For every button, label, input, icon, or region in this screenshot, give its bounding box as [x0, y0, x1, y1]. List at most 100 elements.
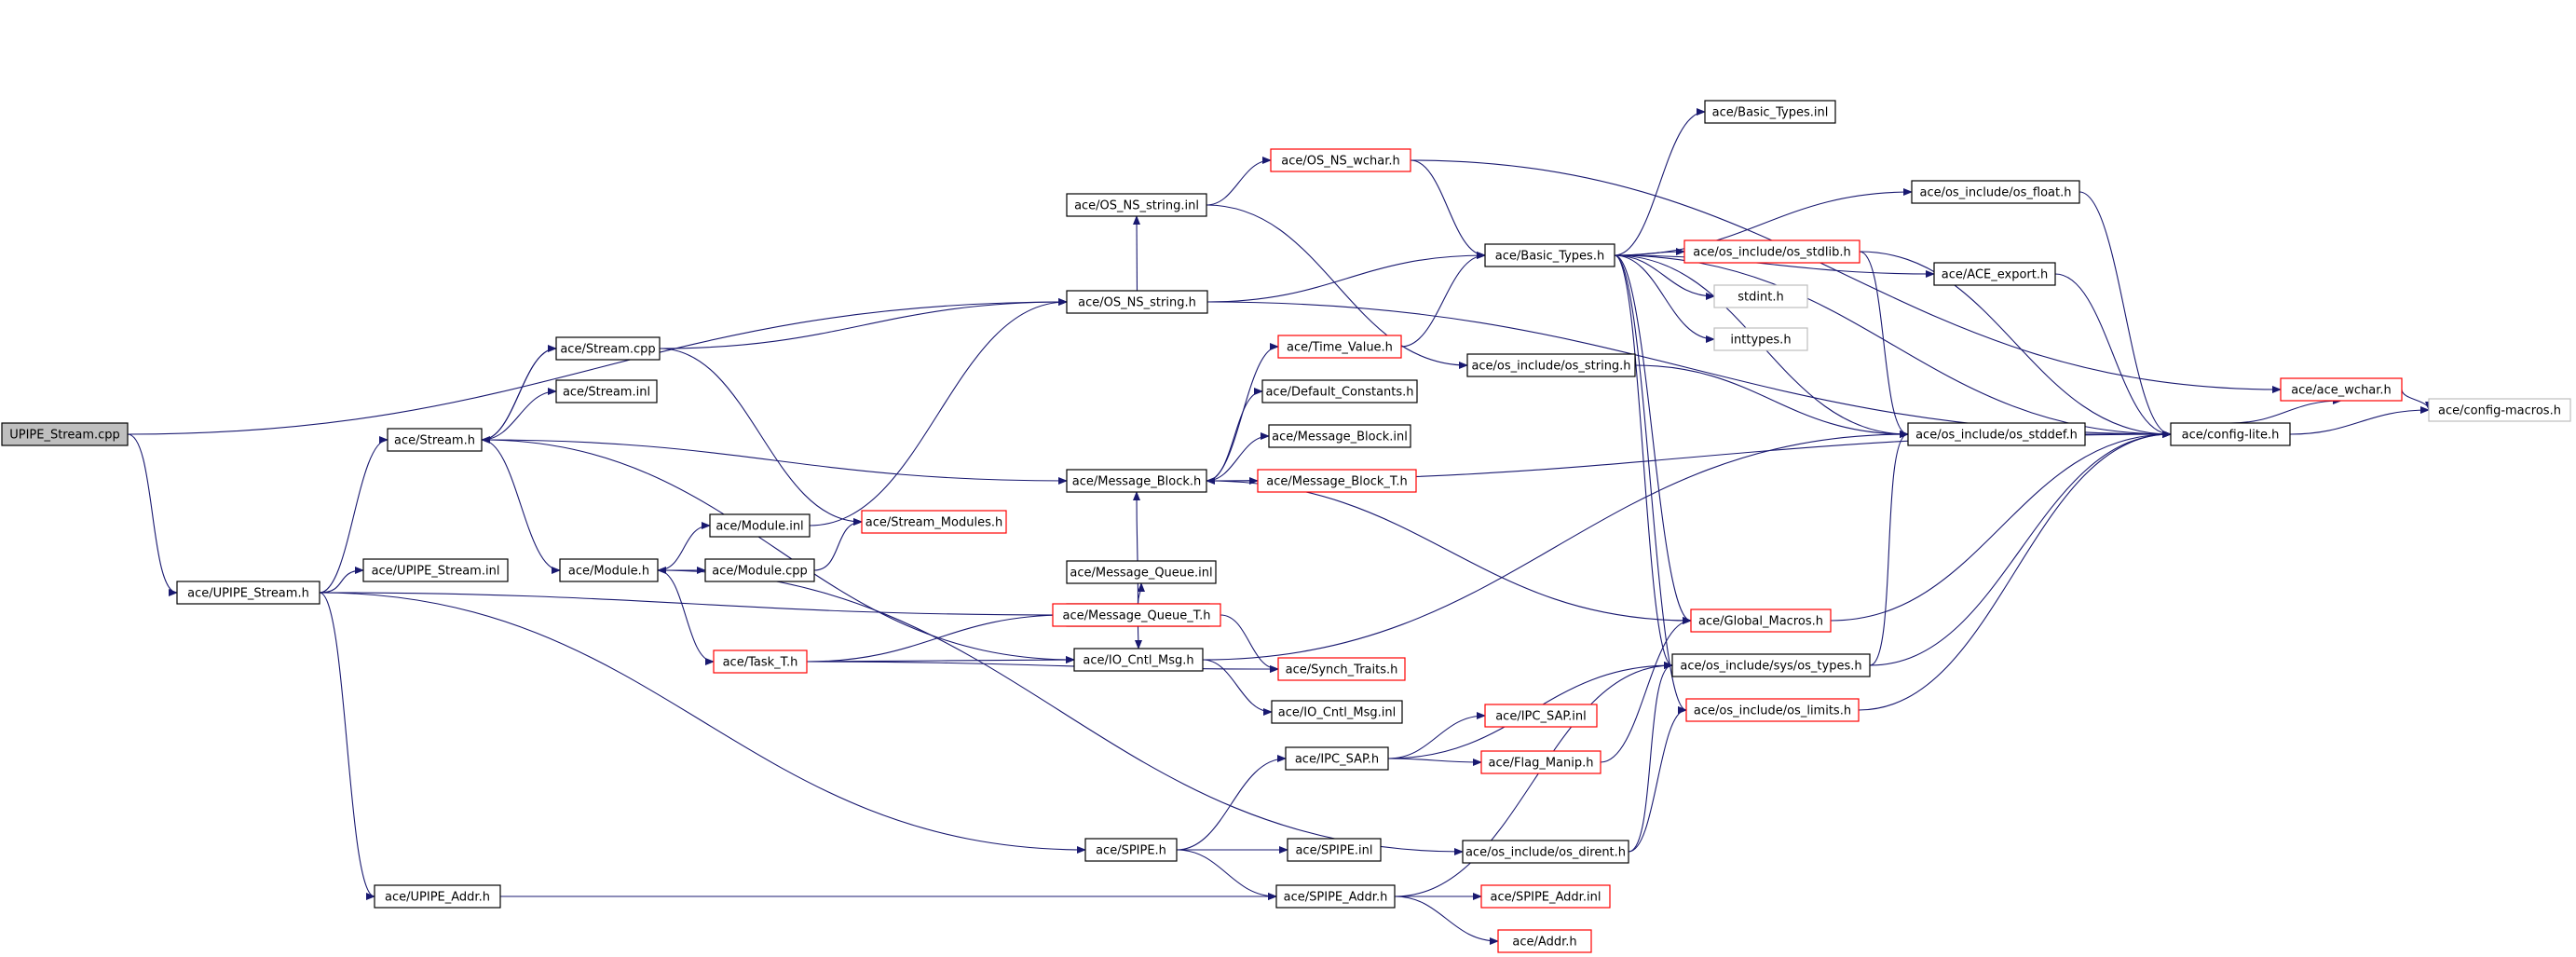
node-box [1287, 838, 1382, 862]
node-box [1462, 840, 1629, 864]
node-label: stdint.h [1738, 291, 1783, 305]
node-module-h[interactable]: ace/Module.h [559, 558, 659, 582]
node-spipe-h[interactable]: ace/SPIPE.h [1084, 838, 1178, 862]
node-box [1066, 290, 1208, 314]
node-message-queue-t-h[interactable]: ace/Message_Queue_T.h [1052, 603, 1221, 627]
edge-flag-manip-h-to-global-macros-h [1600, 617, 1692, 763]
edge-os-ns-string-inl-to-os-ns-wchar-h [1206, 157, 1272, 206]
node-box [1, 422, 129, 446]
node-label: ace/os_include/os_stdlib.h [1693, 246, 1850, 260]
edge-stream-h-to-module-h [481, 439, 561, 574]
node-upipe-stream-inl[interactable]: ace/UPIPE_Stream.inl [362, 558, 509, 582]
edge-os-include-os-stdlib-h-to-os-include-os-stddef-h [1859, 251, 1909, 438]
edge-global-macros-h-to-config-lite-h [1830, 431, 2172, 622]
node-box [709, 513, 811, 538]
edge-upipe-stream-h-to-spipe-h [319, 592, 1086, 854]
node-label: ace/config-macros.h [2438, 404, 2561, 418]
edge-task-t-h-to-synch-traits-h [806, 661, 1279, 673]
node-label: ace/SPIPE.inl [1295, 844, 1372, 858]
node-upipe-addr-h[interactable]: ace/UPIPE_Addr.h [374, 884, 501, 909]
edge-stream-cpp-to-os-ns-string-h [659, 298, 1068, 349]
edge-ipc-sap-h-to-flag-manip-h [1387, 758, 1482, 766]
node-os-include-os-stdlib-h[interactable]: ace/os_include/os_stdlib.h [1683, 239, 1860, 264]
node-label: ace/os_include/os_string.h [1471, 360, 1630, 374]
edge-os-include-os-float-h-to-config-lite-h [2079, 191, 2172, 438]
node-box [1683, 239, 1860, 264]
node-box [1907, 422, 2086, 446]
edge-upipe-stream-h-to-upipe-stream-inl [319, 567, 364, 594]
node-box [1466, 353, 1636, 377]
node-stream-cpp[interactable]: ace/Stream.cpp [555, 336, 661, 361]
node-os-ns-string-h[interactable]: ace/OS_NS_string.h [1066, 290, 1208, 314]
node-label: ace/OS_NS_string.h [1078, 296, 1196, 310]
node-os-include-sys-os-types-h[interactable]: ace/os_include/sys/os_types.h [1671, 653, 1871, 677]
edge-spipe-addr-h-to-os-include-sys-os-types-h [1394, 662, 1673, 897]
node-os-ns-wchar-h[interactable]: ace/OS_NS_wchar.h [1270, 148, 1411, 172]
node-module-inl[interactable]: ace/Module.inl [709, 513, 811, 538]
node-basic-types-h[interactable]: ace/Basic_Types.h [1484, 243, 1615, 267]
edge-stream-h-to-stream-inl [481, 388, 557, 441]
node-message-block-t-h[interactable]: ace/Message_Block_T.h [1257, 469, 1417, 493]
node-label: ace/Global_Macros.h [1698, 615, 1823, 629]
node-io-cntl-msg-inl[interactable]: ace/IO_Cntl_Msg.inl [1271, 700, 1403, 724]
node-os-include-os-dirent-h[interactable]: ace/os_include/os_dirent.h [1462, 840, 1629, 864]
node-os-include-os-stddef-h[interactable]: ace/os_include/os_stddef.h [1907, 422, 2086, 446]
edge-os-ns-wchar-h-to-ace-wchar-h [1410, 159, 2282, 393]
node-message-block-h[interactable]: ace/Message_Block.h [1066, 469, 1207, 493]
edge-stream-h-to-io-cntl-msg-h [481, 439, 1075, 663]
node-time-value-h[interactable]: ace/Time_Value.h [1277, 335, 1402, 359]
node-synch-traits-h[interactable]: ace/Synch_Traits.h [1277, 657, 1406, 681]
node-config-macros-h[interactable]: ace/config-macros.h [2428, 398, 2571, 422]
node-label: ace/os_include/os_dirent.h [1465, 846, 1626, 860]
node-label: ace/Stream.inl [563, 386, 650, 400]
node-message-block-inl[interactable]: ace/Message_Block.inl [1268, 424, 1411, 448]
node-box [1285, 746, 1389, 771]
node-box [1066, 560, 1217, 584]
node-os-ns-string-inl[interactable]: ace/OS_NS_string.inl [1066, 193, 1207, 217]
node-config-lite-h[interactable]: ace/config-lite.h [2170, 422, 2291, 446]
node-ipc-sap-inl[interactable]: ace/IPC_SAP.inl [1484, 704, 1598, 728]
node-task-t-h[interactable]: ace/Task_T.h [713, 649, 808, 674]
node-os-include-os-string-h[interactable]: ace/os_include/os_string.h [1466, 353, 1636, 377]
node-inttypes-h[interactable]: inttypes.h [1713, 327, 1808, 351]
node-upipe-stream-cpp[interactable]: UPIPE_Stream.cpp [1, 422, 129, 446]
node-box [1497, 929, 1592, 953]
edge-module-cpp-to-stream-modules-h [813, 518, 863, 571]
node-default-constants-h[interactable]: ace/Default_Constants.h [1261, 379, 1418, 403]
node-flag-manip-h[interactable]: ace/Flag_Manip.h [1480, 750, 1601, 774]
node-stream-h[interactable]: ace/Stream.h [387, 428, 483, 452]
node-global-macros-h[interactable]: ace/Global_Macros.h [1690, 608, 1832, 633]
node-ace-export-h[interactable]: ace/ACE_export.h [1933, 262, 2056, 286]
node-label: ace/os_include/os_float.h [1919, 186, 2071, 200]
node-ipc-sap-h[interactable]: ace/IPC_SAP.h [1285, 746, 1389, 771]
node-label: ace/Module.h [568, 565, 649, 579]
node-spipe-addr-h[interactable]: ace/SPIPE_Addr.h [1275, 884, 1396, 909]
edge-basic-types-h-to-ace-export-h [1614, 254, 1935, 278]
node-message-queue-inl[interactable]: ace/Message_Queue.inl [1066, 560, 1217, 584]
edge-os-ns-string-h-to-os-ns-string-inl [1133, 215, 1141, 292]
edge-upipe-stream-cpp-to-upipe-stream-h [127, 433, 178, 596]
node-io-cntl-msg-h[interactable]: ace/IO_Cntl_Msg.h [1073, 648, 1204, 672]
node-stream-inl[interactable]: ace/Stream.inl [555, 379, 658, 403]
node-os-include-os-limits-h[interactable]: ace/os_include/os_limits.h [1685, 698, 1860, 722]
node-label: ace/SPIPE_Addr.inl [1491, 891, 1601, 905]
edge-config-lite-h-to-config-macros-h [2289, 406, 2430, 435]
node-box [1073, 648, 1204, 672]
node-label: ace/ACE_export.h [1942, 268, 2048, 282]
edge-spipe-h-to-ipc-sap-h [1176, 755, 1287, 851]
node-spipe-addr-inl[interactable]: ace/SPIPE_Addr.inl [1480, 884, 1611, 909]
edge-module-h-to-task-t-h [657, 569, 715, 665]
node-addr-h[interactable]: ace/Addr.h [1497, 929, 1592, 953]
node-module-cpp[interactable]: ace/Module.cpp [704, 558, 815, 582]
edge-os-ns-string-h-to-basic-types-h [1206, 252, 1486, 303]
node-stdint-h[interactable]: stdint.h [1713, 284, 1808, 308]
node-spipe-inl[interactable]: ace/SPIPE.inl [1287, 838, 1382, 862]
node-upipe-stream-h[interactable]: ace/UPIPE_Stream.h [176, 581, 320, 605]
node-basic-types-inl[interactable]: ace/Basic_Types.inl [1704, 100, 1836, 124]
node-box [1268, 424, 1411, 448]
node-ace-wchar-h[interactable]: ace/ace_wchar.h [2280, 377, 2403, 402]
node-os-include-os-float-h[interactable]: ace/os_include/os_float.h [1911, 180, 2080, 204]
node-box [1084, 838, 1178, 862]
node-box [1911, 180, 2080, 204]
node-stream-modules-h[interactable]: ace/Stream_Modules.h [861, 510, 1007, 534]
